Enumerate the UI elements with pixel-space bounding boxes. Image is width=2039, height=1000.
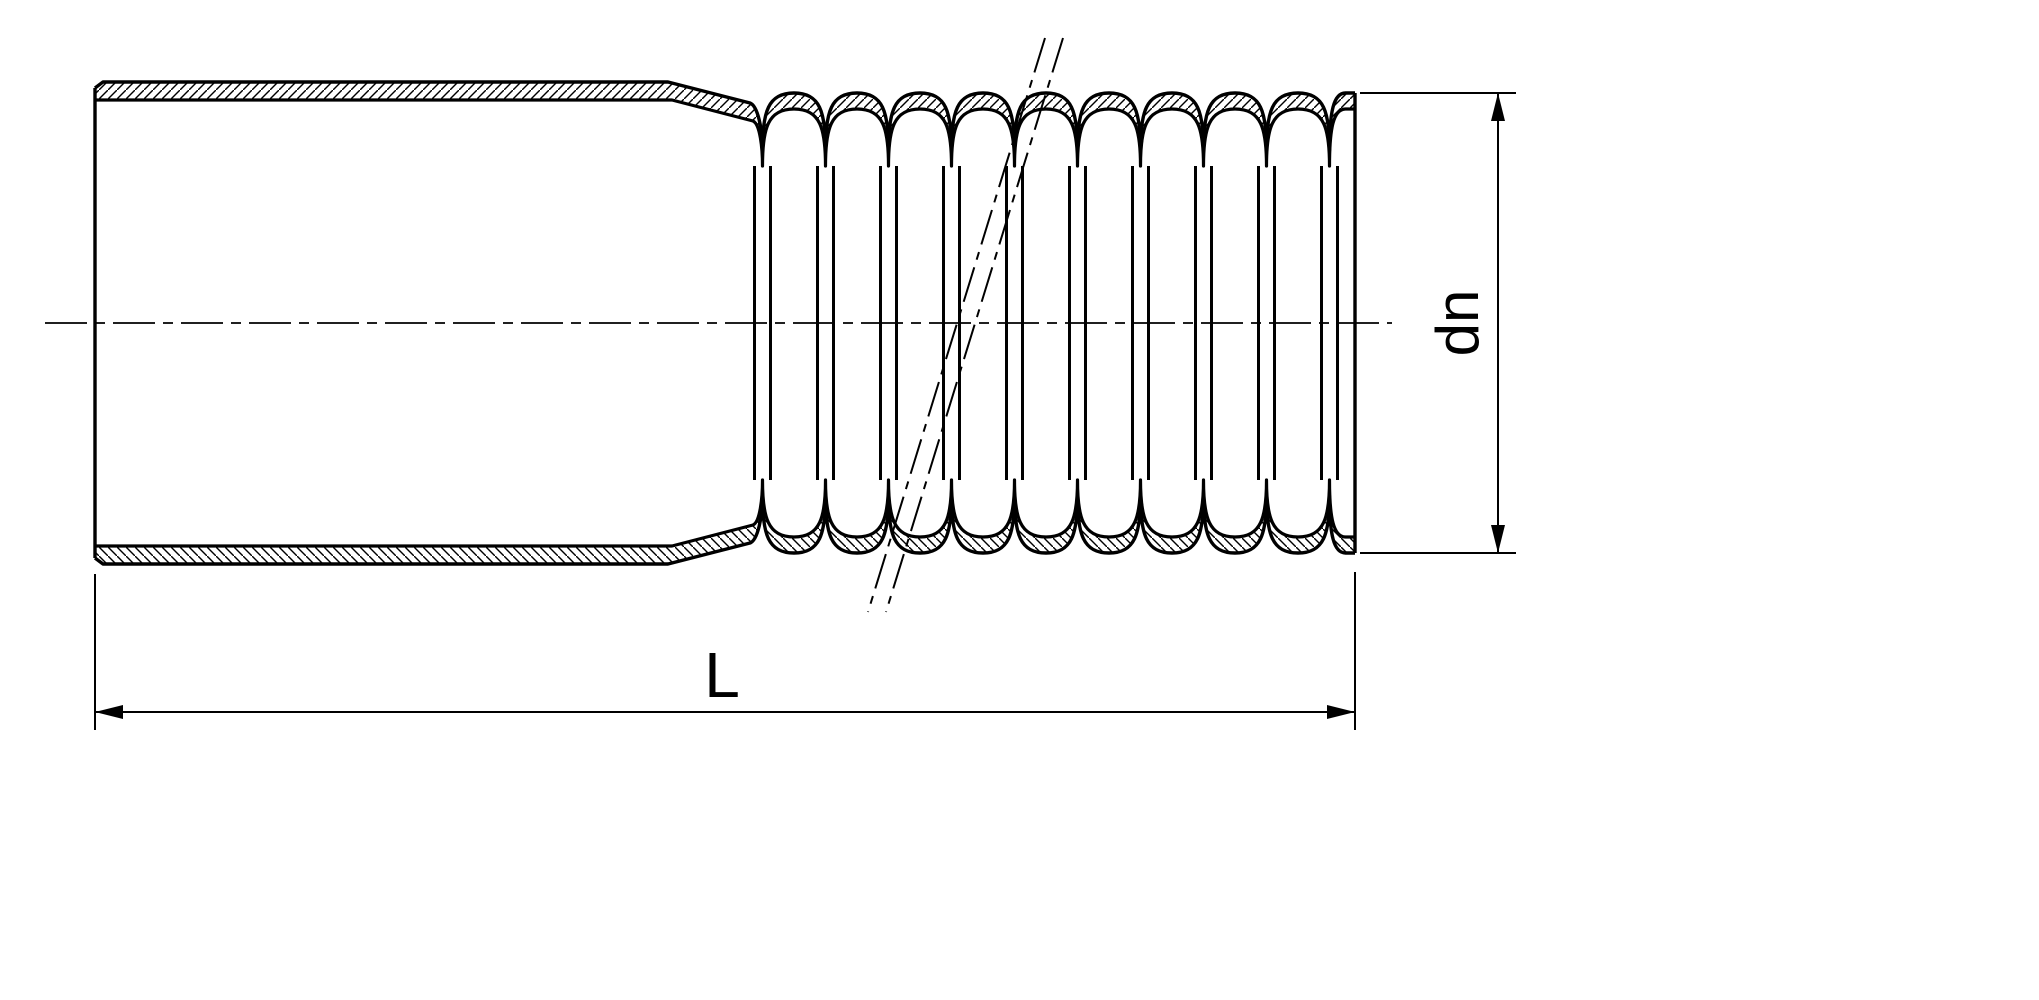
dimension-dn: dn xyxy=(1360,92,1516,554)
break-line-2 xyxy=(885,37,1064,613)
L-arrow-left xyxy=(95,705,123,719)
pipe-end-faces xyxy=(93,88,1357,323)
pipe-top-half xyxy=(93,80,1357,323)
dimension-L: L xyxy=(94,572,1356,730)
pipe-inner-profile xyxy=(95,98,1355,168)
corrugation-inner-edges xyxy=(753,166,1339,323)
L-arrow-right xyxy=(1327,705,1355,719)
break-lines xyxy=(867,37,1064,613)
L-extension-lines xyxy=(94,572,1356,730)
pipe-bottom-half xyxy=(93,321,1357,566)
L-label: L xyxy=(704,639,740,711)
dn-extension-lines xyxy=(1360,92,1516,554)
pipe-outer-profile xyxy=(93,80,1355,152)
wall-inner-mask xyxy=(95,100,1355,186)
dn-arrow-top xyxy=(1491,93,1505,121)
dn-label: dn xyxy=(1424,290,1491,357)
dn-arrow-bottom xyxy=(1491,525,1505,553)
break-line-1 xyxy=(867,37,1046,613)
